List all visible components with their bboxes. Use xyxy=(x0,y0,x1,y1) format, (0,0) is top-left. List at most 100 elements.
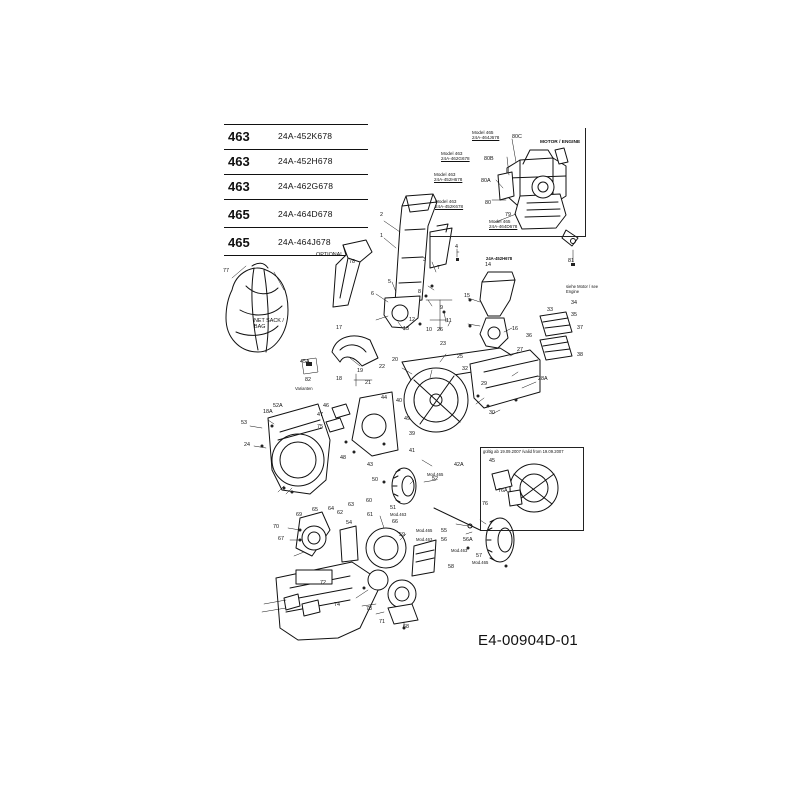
callout-label: 43 xyxy=(367,462,373,468)
callout-label: 61 xyxy=(367,512,373,518)
callout-label: 6 xyxy=(371,291,374,297)
callout-label: 82 xyxy=(305,377,311,383)
callout-label: 36 xyxy=(526,333,532,339)
callout-label: 55 xyxy=(441,528,447,534)
callout-label: 72 xyxy=(320,580,326,586)
callout-label: 7 xyxy=(437,265,440,271)
optional-chute xyxy=(332,239,373,308)
callout-label: 24 xyxy=(244,442,250,448)
callout-label: 53 xyxy=(241,420,247,426)
engine-variant-label: Model 465 24A-464J678 xyxy=(472,130,500,141)
model-part-number: 24A-464D678 xyxy=(278,209,333,219)
callout-label: 63 xyxy=(348,502,354,508)
callout-label: 41 xyxy=(409,448,415,454)
callout-label: 38 xyxy=(577,352,583,358)
callout-label: 18 xyxy=(336,376,342,382)
callout-label: 3 xyxy=(423,257,426,263)
callout-label: 32 xyxy=(462,366,468,372)
callout-label: 12 xyxy=(409,317,415,323)
callout-label: 52 xyxy=(432,476,438,482)
callout-label: 58 xyxy=(448,564,454,570)
validity-box: gültig ab 19.09.2007 /valid from 19.09.2… xyxy=(480,447,584,531)
valid-from-assembly xyxy=(491,463,559,513)
callout-label: 80B xyxy=(484,156,494,162)
model-ref-label: Mod.465 xyxy=(472,560,489,565)
callout-label: 71 xyxy=(379,619,385,625)
callout-label: 70 xyxy=(273,524,279,530)
engine-illustration xyxy=(491,138,579,266)
callout-label: 80C xyxy=(512,134,522,140)
callout-label: 54 xyxy=(346,520,352,526)
callout-label: 59 xyxy=(399,532,405,538)
callout-label: 65 xyxy=(312,507,318,513)
callout-label: 34 xyxy=(571,300,577,306)
side-housing xyxy=(267,403,331,495)
callout-label: 2 xyxy=(380,212,383,218)
feed-chute xyxy=(383,193,453,329)
deflector-cover xyxy=(331,335,379,367)
callout-label: 76A xyxy=(498,488,508,494)
engine-variant-label: Model 465 24A-464D678 xyxy=(489,219,518,230)
model-part-number: 24A-452K678 xyxy=(278,131,333,141)
callout-label: 46 xyxy=(323,403,329,409)
callout-label: 9 xyxy=(440,305,443,311)
callout-label: 60 xyxy=(366,498,372,504)
callout-label: 13 xyxy=(403,326,409,332)
callout-label: 4 xyxy=(455,244,458,250)
callout-label: 66 xyxy=(392,519,398,525)
callout-label: 39 xyxy=(409,431,415,437)
model-number: 463 xyxy=(228,154,250,169)
rotor-housing xyxy=(351,347,541,457)
callout-label: 5 xyxy=(388,279,391,285)
engine-variant-label: Model 463 24A-462G678 xyxy=(441,151,470,162)
callout-label: 64 xyxy=(328,506,334,512)
callout-label: 67 xyxy=(278,536,284,542)
callout-label: 73 xyxy=(366,606,372,612)
callout-label: 47 xyxy=(317,412,323,418)
callout-label: 76 xyxy=(482,501,488,507)
engine-callout-box xyxy=(430,128,586,237)
callout-label: 51 xyxy=(390,505,396,511)
optional-note: OPTIONAL xyxy=(316,252,344,258)
callout-label: 57 xyxy=(476,553,482,559)
callout-label: 77 xyxy=(223,268,229,274)
model-number: 463 xyxy=(228,179,250,194)
callout-label: 69 xyxy=(296,512,302,518)
callout-label: 44 xyxy=(381,395,387,401)
callout-label: 78 xyxy=(349,259,355,265)
callout-label: 26 xyxy=(437,327,443,333)
callout-label: 25 xyxy=(457,354,463,360)
hopper-model-note: 24A-452H678 xyxy=(486,256,513,261)
model-row: 463 24A-452K678 xyxy=(224,125,368,150)
wheels xyxy=(391,467,515,563)
callout-label: 80A xyxy=(481,178,491,184)
model-ref-label: Mod.465 xyxy=(427,472,444,477)
callout-label: 37 xyxy=(577,325,583,331)
model-ref-label: Mod.463 xyxy=(416,537,433,542)
callout-label: 22 xyxy=(379,364,385,370)
callout-label: 40 xyxy=(396,398,402,404)
callout-label: 30 xyxy=(489,410,495,416)
callout-label: 15 xyxy=(464,293,470,299)
model-row: 463 24A-462G678 xyxy=(224,175,368,200)
model-part-number: 24A-462G678 xyxy=(278,181,334,191)
callout-label: 68 xyxy=(403,624,409,630)
callout-label: 45 xyxy=(489,458,495,464)
see-engine-note: siehe Motor / see Engine xyxy=(566,284,599,294)
callout-label: 21 xyxy=(365,380,371,386)
model-ref-label: Mod.463 xyxy=(390,512,407,517)
blade-assembly xyxy=(539,311,573,361)
leader-lines xyxy=(249,220,537,629)
callout-label: 28A xyxy=(538,376,548,382)
callout-label: 19 xyxy=(357,368,363,374)
callout-label: 33 xyxy=(547,307,553,313)
engine-title: MOTOR / ENGINE xyxy=(540,140,581,145)
callout-label: 81 xyxy=(568,258,574,264)
callout-label: 14 xyxy=(485,262,491,268)
engine-variant-label: Model 463 24A-452H678 xyxy=(434,172,463,183)
net-sack-note: NET SACK / BAG xyxy=(254,318,284,330)
callout-label: 56 xyxy=(441,537,447,543)
model-row: 465 24A-464J678 xyxy=(224,228,368,256)
callout-label: 27 xyxy=(517,347,523,353)
